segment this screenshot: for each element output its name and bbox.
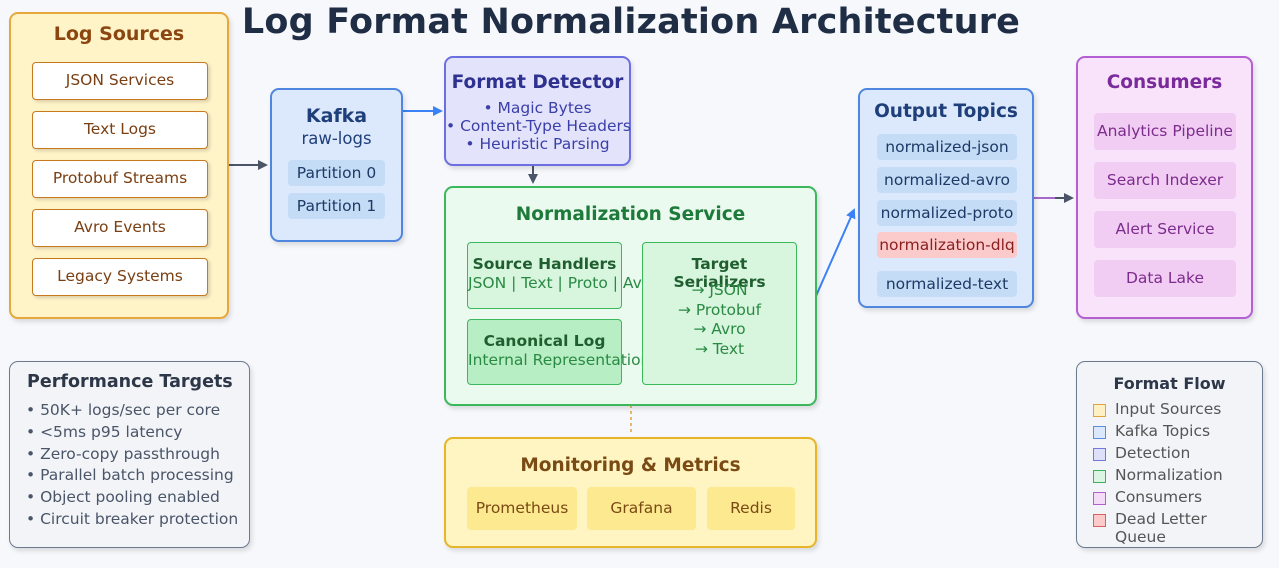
normalization-service-panel: Normalization Service Source Handlers JS… <box>444 186 817 406</box>
canonical-log-subtitle: Internal Representation <box>468 351 651 369</box>
monitoring-title: Monitoring & Metrics <box>520 455 741 476</box>
legend-label: Input Sources <box>1115 400 1222 418</box>
serializer-json: → JSON <box>691 281 748 299</box>
kafka-partition-0[interactable]: Partition 0 <box>288 160 385 186</box>
output-topics-title: Output Topics <box>874 101 1018 122</box>
legend-swatch <box>1093 448 1106 461</box>
topic-normalized-text[interactable]: normalized-text <box>877 271 1017 297</box>
source-handlers-formats: JSON | Text | Proto | Avro <box>468 274 658 292</box>
legend-label: Kafka Topics <box>1115 422 1211 440</box>
topic-normalized-avro[interactable]: normalized-avro <box>877 167 1017 193</box>
target-serializers-title: Target Serializers <box>673 255 766 291</box>
legend-title: Format Flow <box>1113 374 1226 393</box>
arrow-normalization-to-output <box>815 208 856 297</box>
legend-label: Dead Letter Queue <box>1115 510 1207 546</box>
format-detector-panel: Format Detector • Magic Bytes • Content-… <box>444 56 631 166</box>
performance-list: • 50K+ logs/sec per core • <5ms p95 late… <box>26 400 238 531</box>
output-topics-panel: Output Topics normalized-json normalized… <box>858 88 1034 308</box>
legend-swatch <box>1093 470 1106 483</box>
monitoring-redis[interactable]: Redis <box>707 487 795 530</box>
target-serializers-box[interactable]: Target Serializers → JSON → Protobuf → A… <box>642 242 797 385</box>
serializer-protobuf: → Protobuf <box>677 300 762 319</box>
consumers-title: Consumers <box>1106 72 1223 93</box>
legend-label: Consumers <box>1115 488 1203 506</box>
source-json-services[interactable]: JSON Services <box>32 62 208 100</box>
kafka-partition-1[interactable]: Partition 1 <box>288 193 385 219</box>
monitoring-prometheus[interactable]: Prometheus <box>467 487 577 530</box>
serializer-avro: → Avro <box>693 320 746 338</box>
source-avro-events[interactable]: Avro Events <box>32 209 208 247</box>
consumer-data-lake[interactable]: Data Lake <box>1094 260 1236 297</box>
canonical-log-box[interactable]: Canonical Log Internal Representation <box>467 319 651 385</box>
consumer-analytics-pipeline[interactable]: Analytics Pipeline <box>1094 113 1236 150</box>
legend-swatch <box>1093 426 1106 439</box>
log-sources-title: Log Sources <box>53 23 185 45</box>
perf-batch: • Parallel batch processing <box>26 466 234 485</box>
perf-circuit-breaker: • Circuit breaker protection <box>26 509 239 528</box>
performance-title: Performance Targets <box>27 372 233 392</box>
monitoring-grafana[interactable]: Grafana <box>587 487 696 530</box>
legend-swatch <box>1093 514 1106 527</box>
perf-pooling: • Object pooling enabled <box>26 488 220 507</box>
topic-normalized-proto[interactable]: normalized-proto <box>877 200 1017 226</box>
source-handlers-box[interactable]: Source Handlers JSON | Text | Proto | Av… <box>467 242 658 309</box>
log-sources-panel: Log Sources JSON Services Text Logs Prot… <box>9 12 229 319</box>
perf-throughput: • 50K+ logs/sec per core <box>26 401 221 419</box>
target-serializers-list: → JSON → Protobuf → Avro → Text <box>643 281 796 359</box>
perf-zero-copy: • Zero-copy passthrough <box>26 444 220 463</box>
consumer-search-indexer[interactable]: Search Indexer <box>1094 162 1236 199</box>
page-title: Log Format Normalization Architecture <box>241 2 1021 42</box>
kafka-panel: Kafka raw-logs Partition 0 Partition 1 <box>270 88 403 242</box>
method-magic-bytes: • Magic Bytes <box>483 99 592 117</box>
method-heuristic: • Heuristic Parsing <box>465 135 610 153</box>
legend-label: Normalization <box>1115 466 1223 484</box>
normalization-service-title: Normalization Service <box>515 204 746 225</box>
method-content-type: • Content-Type Headers <box>446 117 631 135</box>
monitoring-panel: Monitoring & Metrics Prometheus Grafana … <box>444 437 817 548</box>
consumers-panel: Consumers Analytics Pipeline Search Inde… <box>1076 56 1253 319</box>
topic-normalization-dlq[interactable]: normalization-dlq <box>877 232 1017 258</box>
canonical-log-title: Canonical Log <box>483 332 606 350</box>
source-legacy-systems[interactable]: Legacy Systems <box>32 258 208 296</box>
legend-swatch <box>1093 492 1106 505</box>
topic-normalized-json[interactable]: normalized-json <box>877 134 1017 160</box>
performance-panel: Performance Targets • 50K+ logs/sec per … <box>9 361 250 548</box>
source-protobuf-streams[interactable]: Protobuf Streams <box>32 160 208 198</box>
legend-label: Detection <box>1115 444 1191 462</box>
format-detector-methods: • Magic Bytes • Content-Type Headers • H… <box>446 99 631 153</box>
source-handlers-title: Source Handlers <box>472 255 617 273</box>
legend-panel: Format Flow Input Sources Kafka Topics D… <box>1076 361 1263 548</box>
kafka-title: Kafka <box>305 105 368 127</box>
legend-swatch <box>1093 404 1106 417</box>
source-text-logs[interactable]: Text Logs <box>32 111 208 149</box>
serializer-text: → Text <box>694 339 745 358</box>
kafka-topic-label: raw-logs <box>301 129 372 148</box>
format-detector-title: Format Detector <box>451 72 624 93</box>
perf-latency: • <5ms p95 latency <box>26 422 183 441</box>
consumer-alert-service[interactable]: Alert Service <box>1094 211 1236 248</box>
